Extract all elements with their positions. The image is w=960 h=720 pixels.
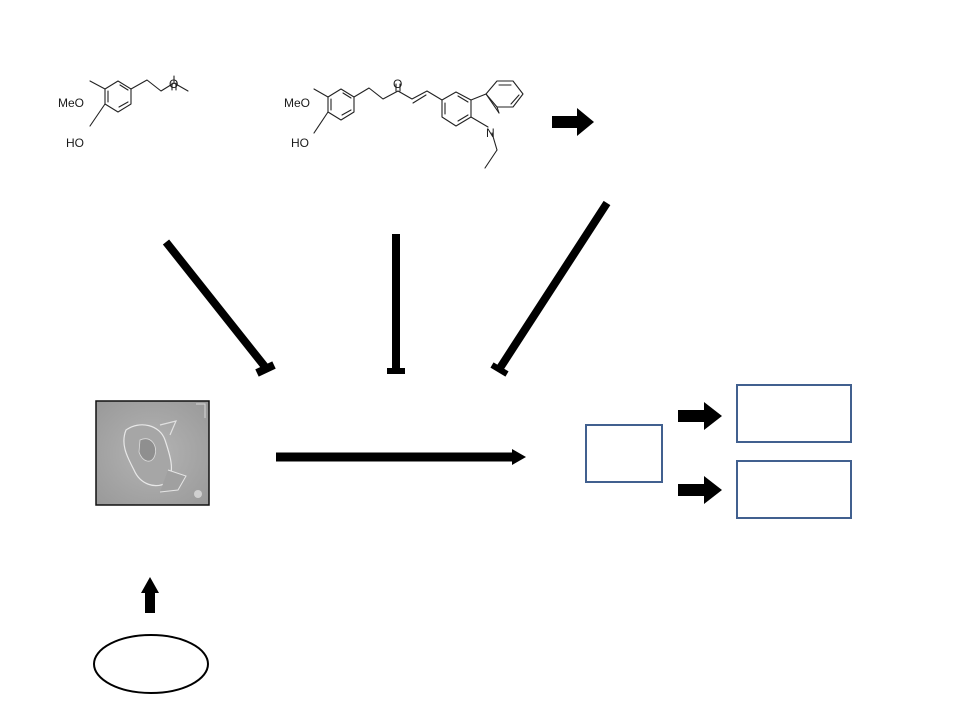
- center-box: [585, 424, 663, 483]
- inhibition-line-left: [162, 239, 276, 377]
- bottom-right-box: [736, 460, 852, 519]
- left-molecule-structure: [89, 75, 189, 127]
- right-meo-label: MeO: [284, 96, 310, 110]
- up-block-arrow-icon: [141, 577, 159, 613]
- inhibition-line-middle: [387, 234, 405, 374]
- right-block-arrow-icon-top: [552, 108, 594, 136]
- right-block-arrow-icon-upper: [678, 402, 722, 430]
- main-pathway-arrow: [276, 449, 526, 465]
- right-ho-label: HO: [291, 136, 309, 150]
- left-carbonyl-o-label: O: [169, 77, 178, 91]
- top-right-box: [736, 384, 852, 443]
- left-meo-label: MeO: [58, 96, 84, 110]
- inhibition-line-right: [490, 200, 611, 377]
- left-ho-label: HO: [66, 136, 84, 150]
- source-ellipse: [93, 634, 209, 694]
- right-molecule-structure: [313, 80, 524, 169]
- right-carbonyl-o-label: O: [393, 77, 402, 91]
- right-nitrogen-label: N: [486, 126, 495, 140]
- cell-micrograph: [95, 400, 210, 506]
- right-block-arrow-icon-lower: [678, 476, 722, 504]
